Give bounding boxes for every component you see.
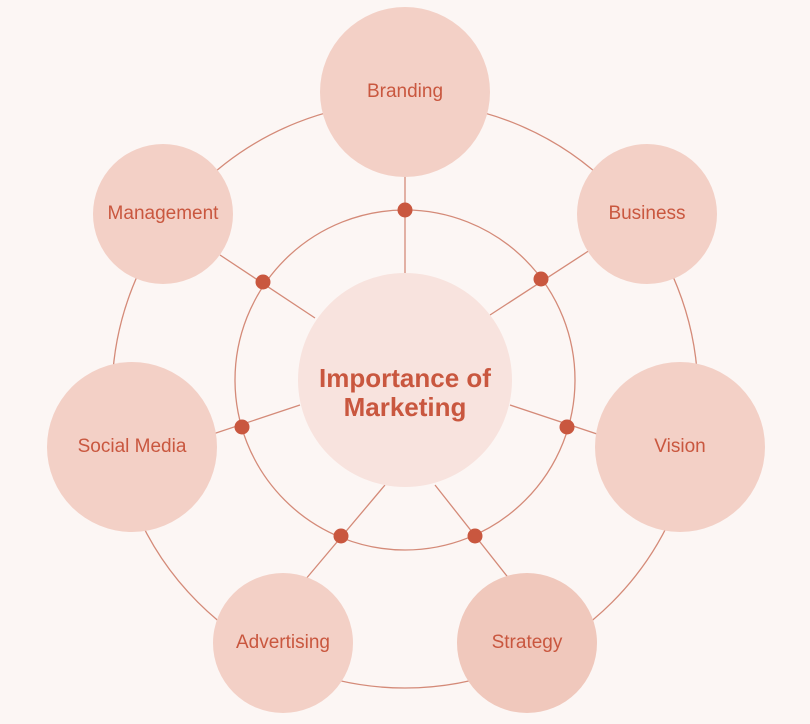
node-vision: Vision [595,362,765,532]
junction-dot-management [255,274,271,290]
node-social-media: Social Media [47,362,217,532]
spoke-social-media [209,404,301,436]
node-business: Business [577,144,717,284]
node-label-social-media: Social Media [78,436,187,457]
junction-dot-social-media [234,419,250,435]
junction-dot-vision [559,419,575,435]
node-advertising: Advertising [213,573,353,713]
node-management: Management [93,144,233,284]
junction-dot-branding [397,202,413,218]
junction-dot-advertising [333,528,349,544]
center-node: Importance of Marketing [298,273,512,487]
center-title-line-2: Marketing [344,392,467,422]
node-label-business: Business [608,203,685,224]
node-branding: Branding [320,7,490,177]
node-label-strategy: Strategy [492,632,563,653]
junction-dot-business [533,271,549,287]
spoke-vision [509,404,601,436]
center-title-line-1: Importance of [319,363,491,393]
node-label-vision: Vision [654,436,705,457]
node-label-advertising: Advertising [236,632,330,653]
junction-dot-strategy [467,528,483,544]
node-label-management: Management [108,203,220,224]
node-label-branding: Branding [367,81,443,102]
node-strategy: Strategy [457,573,597,713]
